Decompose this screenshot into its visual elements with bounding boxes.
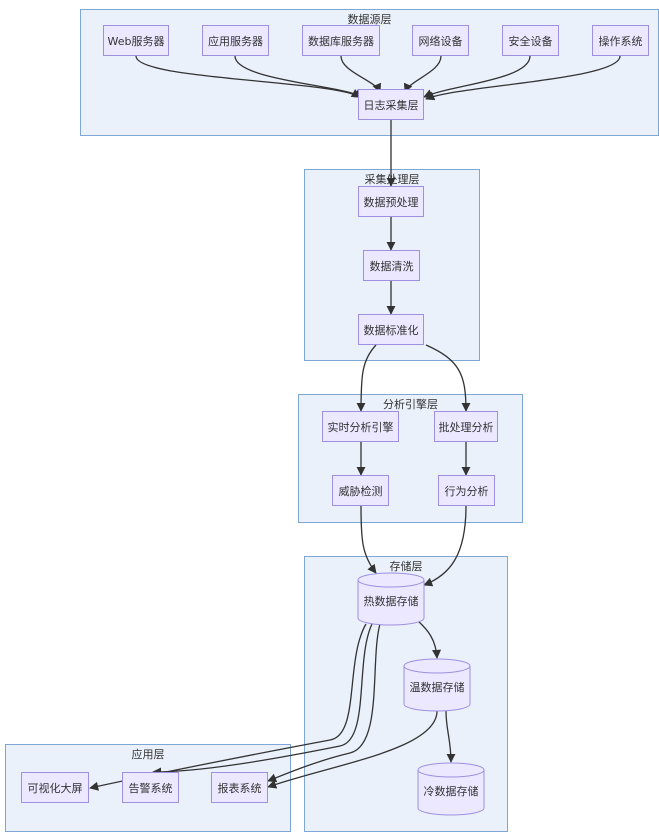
node-cold-storage[interactable]: 冷数据存储	[417, 762, 485, 816]
cylinder-icon	[403, 658, 471, 712]
node-hot-storage[interactable]: 热数据存储	[357, 572, 425, 626]
hot-storage-label: 热数据存储	[363, 595, 419, 608]
warm-storage-label: 温数据存储	[409, 681, 465, 694]
node-dashboard[interactable]: 可视化大屏	[21, 772, 89, 803]
node-standardize[interactable]: 数据标准化	[358, 314, 424, 345]
node-warm-storage[interactable]: 温数据存储	[403, 658, 471, 712]
node-report-system[interactable]: 报表系统	[211, 772, 268, 803]
node-network-device[interactable]: 网络设备	[412, 25, 469, 56]
node-app-server[interactable]: 应用服务器	[202, 25, 269, 56]
node-web-server[interactable]: Web服务器	[103, 25, 169, 56]
cluster-title-data-source: 数据源层	[347, 13, 392, 26]
cluster-title-storage: 存储层	[389, 560, 423, 573]
node-log-collect[interactable]: 日志采集层	[358, 89, 424, 120]
node-batch-analysis[interactable]: 批处理分析	[434, 411, 498, 442]
node-db-server[interactable]: 数据库服务器	[302, 25, 380, 56]
node-behavior-analysis[interactable]: 行为分析	[438, 475, 495, 506]
node-realtime-engine[interactable]: 实时分析引擎	[322, 411, 399, 442]
node-preprocess[interactable]: 数据预处理	[358, 186, 424, 217]
cylinder-icon	[417, 762, 485, 816]
node-alert-system[interactable]: 告警系统	[122, 772, 179, 803]
cold-storage-label: 冷数据存储	[423, 785, 479, 798]
node-cleaning[interactable]: 数据清洗	[363, 250, 420, 281]
cluster-title-application: 应用层	[131, 748, 165, 761]
node-security-device[interactable]: 安全设备	[502, 25, 559, 56]
cylinder-icon	[357, 572, 425, 626]
cluster-title-analysis: 分析引擎层	[383, 398, 438, 411]
node-threat-detect[interactable]: 威胁检测	[332, 475, 389, 506]
cluster-title-collect: 采集处理层	[364, 173, 420, 186]
node-os[interactable]: 操作系统	[592, 25, 649, 56]
